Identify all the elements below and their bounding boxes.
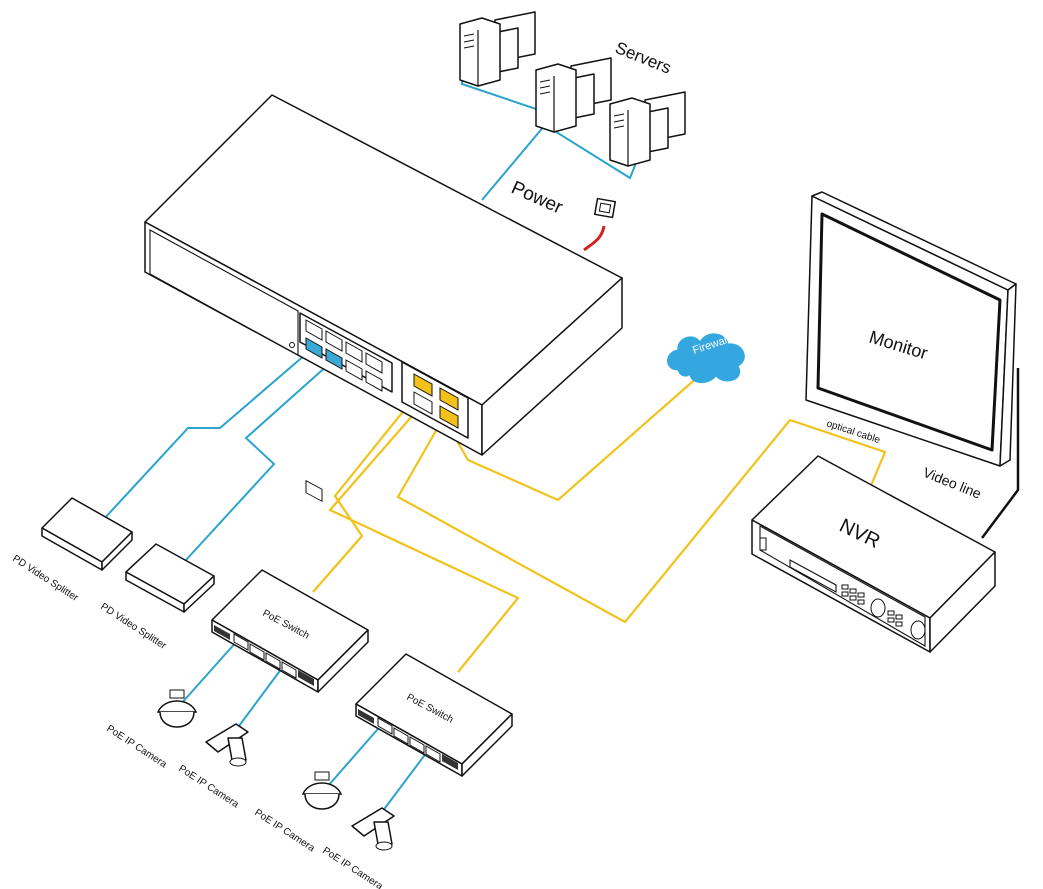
firewall-cloud: Firewall — [667, 333, 745, 383]
splitter-icon: PD Video Splitter — [10, 497, 133, 604]
bullet-camera-icon: PoE IP Camera — [320, 807, 395, 889]
rj45-ports — [305, 479, 323, 502]
poe-camera-label-2: PoE IP Camera — [176, 763, 240, 810]
server-icon — [609, 91, 686, 167]
poe-camera-label-3: PoE IP Camera — [252, 807, 316, 854]
power-outlet-icon — [593, 197, 617, 219]
nvr-icon: NVR — [751, 455, 996, 653]
power-label: Power — [508, 177, 566, 218]
cloud-icon — [667, 333, 745, 383]
server-icon — [535, 57, 612, 133]
servers-label: Servers — [613, 38, 674, 78]
poe-camera-label-1: PoE IP Camera — [104, 723, 168, 770]
pd-splitter-label-1: PD Video Splitter — [10, 553, 80, 604]
camera-cables — [179, 639, 431, 813]
splitter-icon: PD Video Splitter — [98, 543, 215, 652]
poe-camera-label-4: PoE IP Camera — [320, 845, 384, 889]
dome-camera-icon: PoE IP Camera — [104, 689, 198, 770]
splitter-cables — [102, 347, 339, 561]
bullet-camera-icon: PoE IP Camera — [176, 723, 249, 810]
switch-icon: PoE Switch — [355, 653, 513, 777]
video-line-label: Video line — [921, 464, 984, 502]
servers-group: Servers — [459, 11, 686, 167]
monitor-icon: Monitor — [805, 191, 1017, 467]
pd-splitter-label-2: PD Video Splitter — [98, 601, 168, 652]
main-switch: Power — [144, 94, 623, 502]
switch-icon: PoE Switch — [211, 569, 369, 693]
dome-camera-icon: PoE IP Camera — [252, 771, 343, 854]
server-icon — [459, 11, 536, 87]
video-line-cable — [981, 368, 1020, 539]
power-cable — [583, 225, 606, 252]
